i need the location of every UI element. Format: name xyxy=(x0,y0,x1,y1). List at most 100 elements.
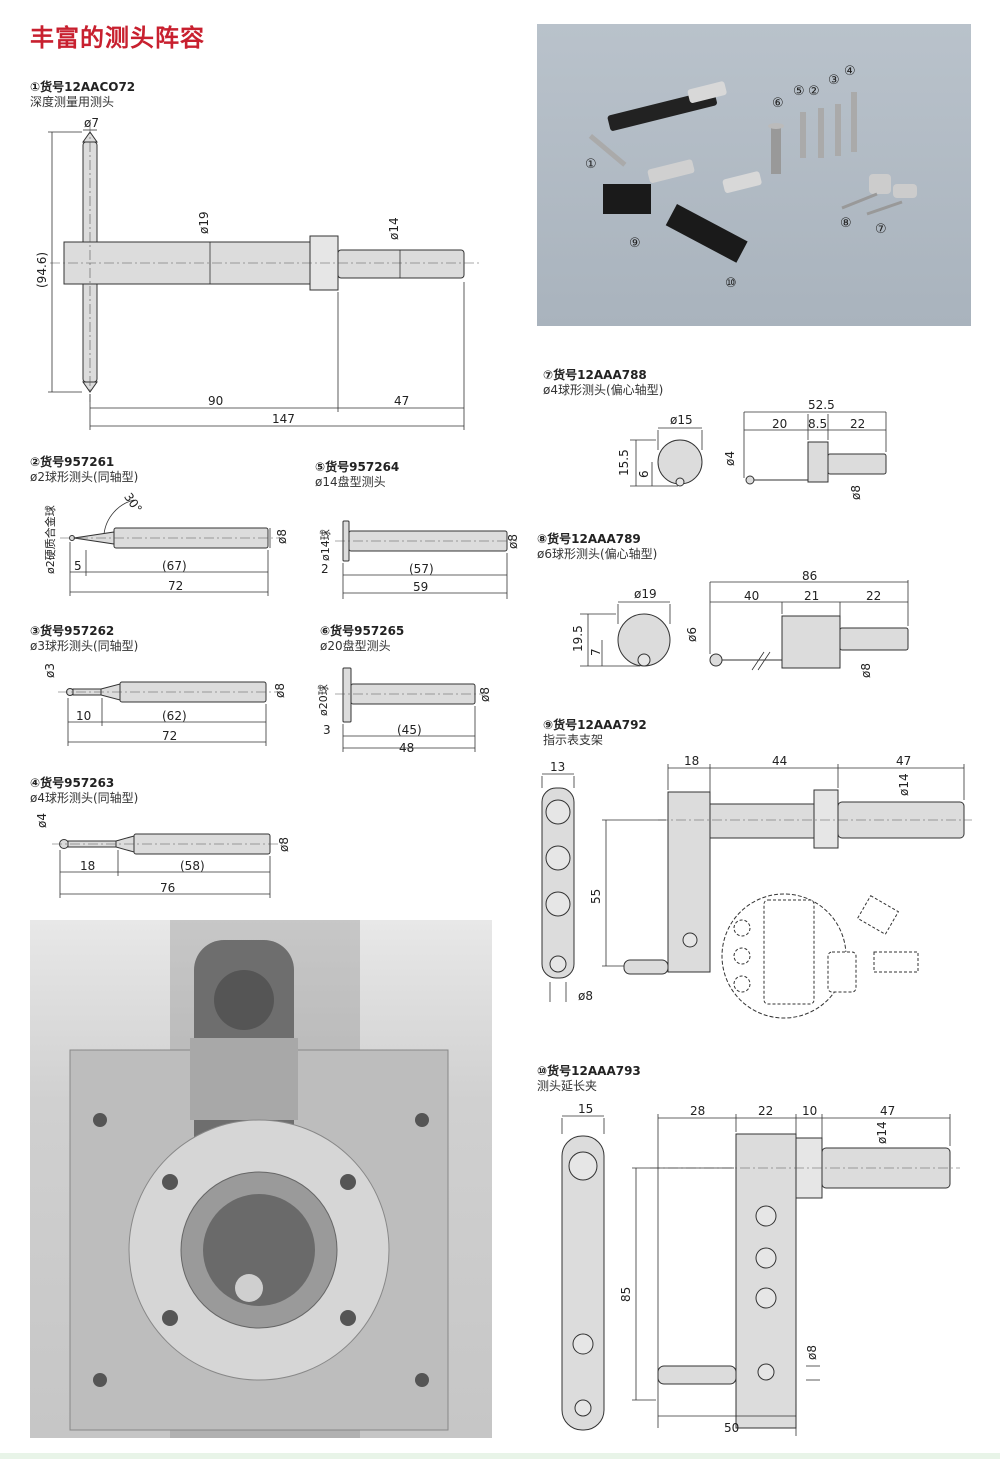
item-7-dim-ball: ø4 xyxy=(723,451,737,466)
item-2-dim-shank: ø8 xyxy=(275,529,289,544)
item-5-desc: ø14盘型测头 xyxy=(315,475,386,489)
photo-label-4: ④ xyxy=(844,64,856,79)
item-4-dim-ball: ø4 xyxy=(35,813,49,828)
item-9-dim-hole: ø8 xyxy=(578,989,593,1003)
item-8-caption: ⑧货号12AAA789 ø6球形测头(偏心轴型) xyxy=(537,532,657,562)
item-1-desc: 深度测量用测头 xyxy=(30,95,115,109)
item-9-dim-shank: ø14 xyxy=(897,773,911,796)
item-2-dim-c: 72 xyxy=(168,579,183,593)
item-1-dim-a: 90 xyxy=(208,394,223,408)
item-8-dim-a: 40 xyxy=(744,589,759,603)
item-7-dim-b: 8.5 xyxy=(808,417,827,431)
item-10-no: ⑩ xyxy=(537,1064,548,1078)
photo-label-6: ⑥ xyxy=(772,96,784,111)
item-6-dim-shank: ø8 xyxy=(478,687,492,702)
item-5-dim-b: (57) xyxy=(409,562,434,576)
photo-label-3: ③ xyxy=(828,73,840,88)
item-8-code: 货号12AAA789 xyxy=(547,532,641,546)
item-10-caption: ⑩货号12AAA793 测头延长夹 xyxy=(537,1064,641,1094)
item-6-dim-disk: ø20球 xyxy=(316,684,330,716)
item-10-dim-hole: ø8 xyxy=(805,1345,819,1360)
item-3-dim-a: 10 xyxy=(76,709,91,723)
item-9-dim-a: 18 xyxy=(684,754,699,768)
item-3-dim-b: (62) xyxy=(162,709,187,723)
photo-label-10: ⑩ xyxy=(725,276,737,291)
item-2-code: 货号957261 xyxy=(40,455,115,469)
item-7-desc: ø4球形测头(偏心轴型) xyxy=(543,383,664,397)
item-6-drawing: ø20球 ø8 3 (45) 48 xyxy=(316,667,492,755)
item-10-dim-c: 10 xyxy=(802,1104,817,1118)
item-7-no: ⑦ xyxy=(543,368,554,382)
item-8-dim-h1: 19.5 xyxy=(571,625,585,652)
item-1-dim-d1: ø7 xyxy=(84,116,99,130)
item-7-dim-h1: 15.5 xyxy=(617,449,631,476)
item-5-caption: ⑤货号957264 ø14盘型测头 xyxy=(315,460,399,490)
item-6-dim-c: 48 xyxy=(399,741,414,755)
photo-label-8: ⑧ xyxy=(840,216,852,231)
item-5-code: 货号957264 xyxy=(325,460,400,474)
item-10-dim-b: 22 xyxy=(758,1104,773,1118)
item-2-caption: ②货号957261 ø2球形测头(同轴型) xyxy=(30,455,138,485)
item-10-dim-h: 85 xyxy=(619,1287,633,1302)
item-6-caption: ⑥货号957265 ø20盘型测头 xyxy=(320,624,404,654)
item-10-dim-shank: ø14 xyxy=(875,1121,889,1144)
item-10-drawing: 15 28 22 10 47 ø14 85 ø8 50 xyxy=(561,1102,960,1436)
page-title: 丰富的测头阵容 xyxy=(30,24,205,52)
item-7-dim-d1: ø15 xyxy=(670,413,693,427)
item-7-code: 货号12AAA788 xyxy=(553,368,647,382)
item-4-no: ④ xyxy=(30,776,41,790)
item-6-desc: ø20盘型测头 xyxy=(320,639,391,653)
item-4-dim-a: 18 xyxy=(80,859,95,873)
item-9-code: 货号12AAA792 xyxy=(553,718,647,732)
item-4-code: 货号957263 xyxy=(40,776,115,790)
item-8-dim-b: 21 xyxy=(804,589,819,603)
item-7-dim-shank: ø8 xyxy=(849,485,863,500)
item-3-desc: ø3球形测头(同轴型) xyxy=(30,639,139,653)
item-9-dim-b: 44 xyxy=(772,754,787,768)
item-1-dim-c: 147 xyxy=(272,412,295,426)
item-10-dim-w: 15 xyxy=(578,1102,593,1116)
item-3-drawing: ø3 ø8 10 (62) 72 xyxy=(43,663,287,746)
item-10-dim-d: 47 xyxy=(880,1104,895,1118)
item-7-dim-a: 20 xyxy=(772,417,787,431)
item-10-dim-e: 50 xyxy=(724,1421,739,1435)
item-8-dim-c: 22 xyxy=(866,589,881,603)
probe-lineup-photo: ① ② ③ ④ ⑤ ⑥ ⑦ ⑧ ⑨ ⑩ xyxy=(537,24,971,326)
item-9-drawing: 13 ø8 18 44 47 ø14 55 xyxy=(541,754,972,1019)
item-5-dim-c: 59 xyxy=(413,580,428,594)
item-6-dim-b: (45) xyxy=(397,723,422,737)
item-1-caption: ①货号12AACO72 深度测量用测头 xyxy=(30,80,135,110)
photo-label-5: ⑤ xyxy=(793,84,805,99)
item-5-no: ⑤ xyxy=(315,460,326,474)
item-7-dim-h2: 6 xyxy=(637,470,651,478)
item-10-dim-a: 28 xyxy=(690,1104,705,1118)
item-9-caption: ⑨货号12AAA792 指示表支架 xyxy=(543,718,647,748)
item-2-no: ② xyxy=(30,455,41,469)
item-1-dim-b: 47 xyxy=(394,394,409,408)
item-8-dim-d1: ø19 xyxy=(634,587,657,601)
item-1-dim-len: (94.6) xyxy=(35,252,49,288)
item-8-drawing: ø19 19.5 7 86 40 21 22 ø6 ø8 xyxy=(571,569,909,678)
item-1-drawing: ø7 ø19 ø14 (94.6) 90 47 147 xyxy=(35,116,480,430)
item-9-dim-c: 47 xyxy=(896,754,911,768)
application-photo xyxy=(30,920,492,1438)
item-2-desc: ø2球形测头(同轴型) xyxy=(30,470,139,484)
item-5-drawing: ø14球 ø8 2 (57) 59 xyxy=(318,520,520,599)
photo-label-7: ⑦ xyxy=(875,222,887,237)
item-4-dim-b: (58) xyxy=(180,859,205,873)
item-4-dim-c: 76 xyxy=(160,881,175,895)
item-8-dim-shank: ø8 xyxy=(859,663,873,678)
item-10-desc: 测头延长夹 xyxy=(537,1079,598,1093)
item-7-caption: ⑦货号12AAA788 ø4球形测头(偏心轴型) xyxy=(543,368,663,398)
item-2-dim-angle: 30° xyxy=(121,490,145,515)
item-5-dim-a: 2 xyxy=(321,562,329,576)
item-3-caption: ③货号957262 ø3球形测头(同轴型) xyxy=(30,624,138,654)
item-2-dim-ball: ø2硬质合金球 xyxy=(43,505,57,574)
item-2-drawing: ø2硬质合金球 30° ø8 5 (67) 72 xyxy=(43,490,289,596)
item-7-dim-c: 22 xyxy=(850,417,865,431)
photo-label-9: ⑨ xyxy=(629,236,641,251)
item-8-dim-ball: ø6 xyxy=(685,627,699,642)
item-4-caption: ④货号957263 ø4球形测头(同轴型) xyxy=(30,776,138,806)
item-1-no: ① xyxy=(30,80,41,94)
item-9-desc: 指示表支架 xyxy=(543,733,604,747)
